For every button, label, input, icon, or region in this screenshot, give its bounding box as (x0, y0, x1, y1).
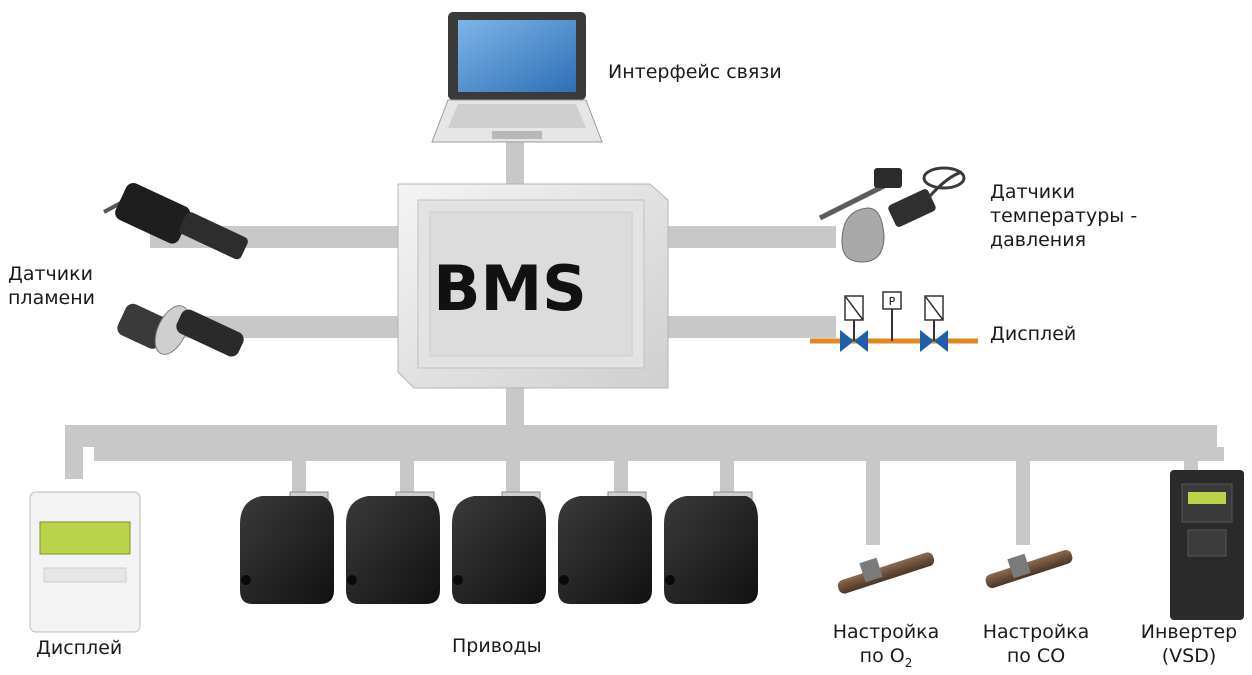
o2-tuning-line2: по О2 (826, 644, 946, 675)
inverter-icon (1170, 470, 1244, 620)
actuator-icon (664, 491, 758, 604)
interface-label: Интерфейс связи (608, 61, 782, 83)
pressure-switch-label: P (889, 295, 896, 308)
temperature-pressure-label: Датчики температуры - давления (990, 181, 1138, 251)
display-device-icon (29, 491, 141, 633)
actuator-icon (240, 491, 334, 604)
display-label: Дисплей (36, 637, 123, 659)
gas-valve-train-icon: P (810, 291, 978, 352)
inverter-label: Инвертер (VSD) (1140, 621, 1238, 667)
actuator-icon (346, 491, 440, 604)
co-sensor-icon (985, 549, 1073, 589)
bms-controller: BMS (397, 183, 669, 389)
temperature-pressure-sensor-icon (818, 166, 966, 263)
flame-sensors-label: Датчики пламени (8, 263, 96, 309)
actuators-label: Приводы (452, 635, 542, 657)
laptop-icon (431, 12, 603, 143)
o2-tuning-label: Настройка по О2 (826, 620, 946, 675)
co-tuning-label: Настройка по СО (982, 621, 1090, 667)
flame-sensor-icon (103, 182, 248, 260)
o2-tuning-text: по О (859, 645, 905, 667)
o2-sensor-icon (837, 552, 935, 594)
o2-subscript: 2 (904, 655, 913, 670)
flame-sensor-icon (117, 303, 244, 357)
actuator-icon (452, 491, 546, 604)
o2-tuning-line1: Настройка (832, 621, 940, 643)
actuators-group (240, 491, 758, 604)
actuator-icon (558, 491, 652, 604)
bms-label: BMS (433, 252, 587, 325)
display-right-label: Дисплей (990, 323, 1077, 345)
